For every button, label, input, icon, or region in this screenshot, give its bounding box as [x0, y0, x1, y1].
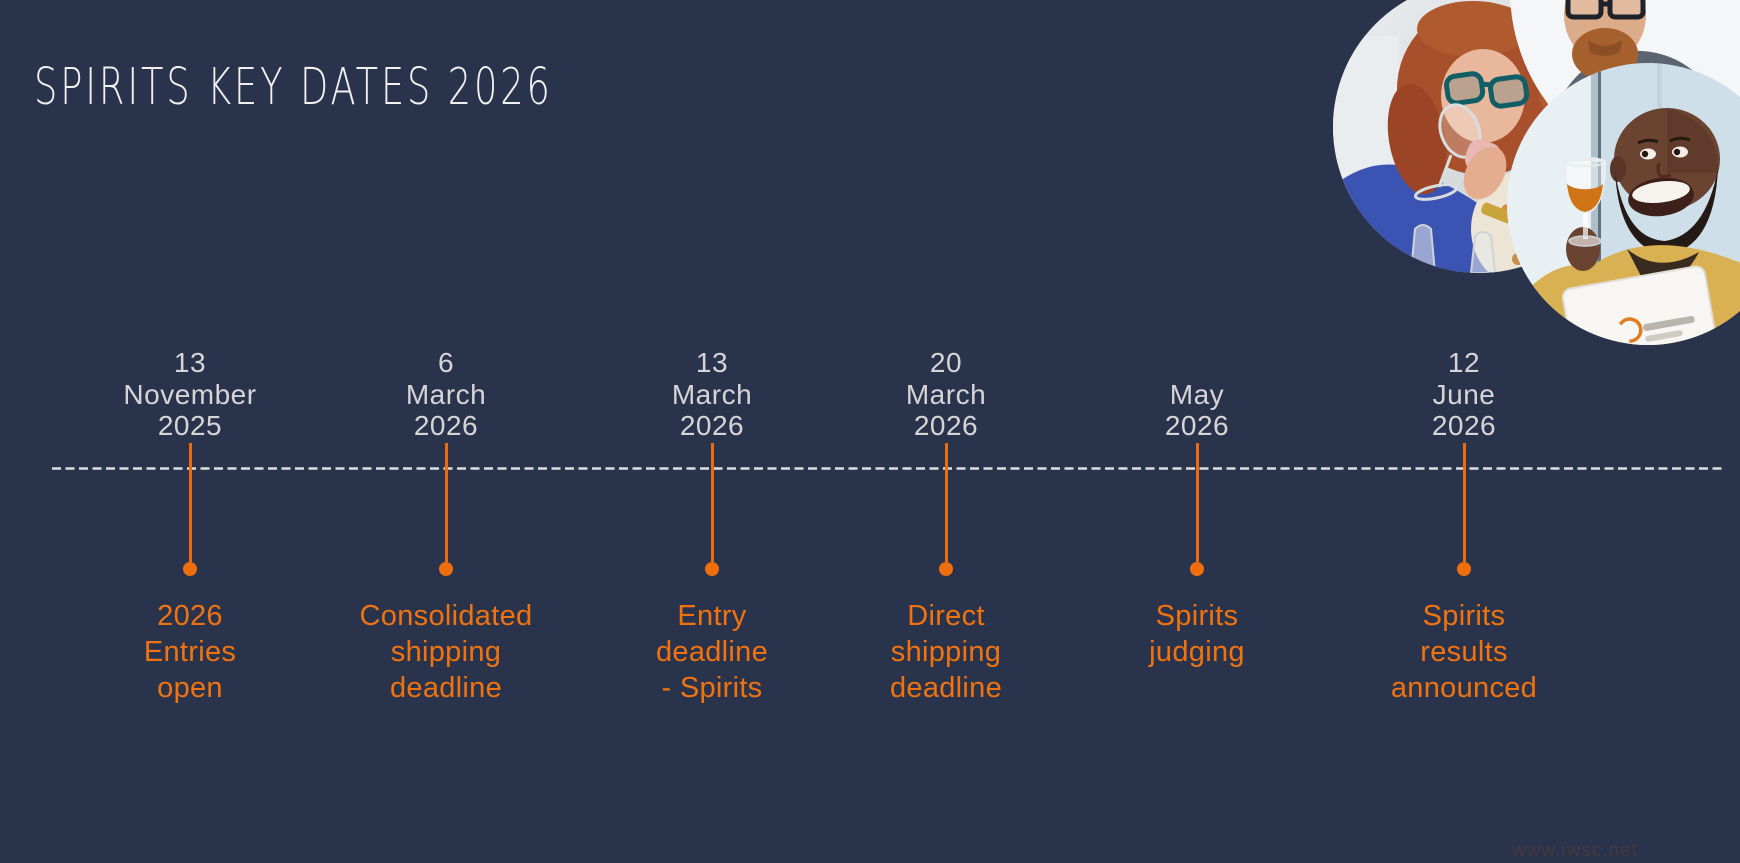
timeline-event: 13 November 2025 2026 Entries open [70, 330, 310, 707]
watermark-url: www.iwsc.net [1512, 840, 1639, 861]
event-stem [1462, 443, 1466, 562]
event-stem [188, 443, 192, 562]
event-stem [444, 443, 448, 562]
event-date: 12 June 2026 [1431, 347, 1497, 442]
event-dot-icon [439, 562, 453, 576]
timeline-event: May 2026 Spirits judging [1077, 330, 1317, 671]
event-dot-icon [705, 562, 719, 576]
event-date: May 2026 [1164, 378, 1230, 442]
event-label: Entry deadline - Spirits [655, 600, 769, 704]
event-label: Direct shipping deadline [889, 600, 1003, 704]
timeline-event: 12 June 2026 Spirits results announced [1344, 330, 1584, 707]
event-stem [944, 443, 948, 562]
event-label: Spirits judging [1149, 600, 1245, 668]
timeline-event: 13 March 2026 Entry deadline - Spirits [592, 330, 832, 707]
photo-illustration [1507, 63, 1740, 345]
event-stem [1195, 443, 1199, 562]
event-dot-icon [183, 562, 197, 576]
timeline-event: 20 March 2026 Direct shipping deadline [826, 330, 1066, 707]
event-date: 20 March 2026 [905, 347, 987, 442]
event-date: 13 November 2025 [123, 347, 257, 442]
judge-smiling-glass-photo [1507, 63, 1740, 345]
event-date: 13 March 2026 [671, 347, 753, 442]
event-dot-icon [1457, 562, 1471, 576]
event-dot-icon [939, 562, 953, 576]
timeline-event: 6 March 2026 Consolidated shipping deadl… [326, 330, 566, 707]
event-label: Spirits results announced [1390, 600, 1538, 704]
page-title: SPIRITS KEY DATES 2026 [34, 58, 553, 117]
timeline-axis [52, 467, 1723, 470]
event-dot-icon [1190, 562, 1204, 576]
event-label: Consolidated shipping deadline [359, 600, 533, 704]
event-date: 6 March 2026 [405, 347, 487, 442]
event-stem [710, 443, 714, 562]
event-label: 2026 Entries open [143, 600, 237, 704]
